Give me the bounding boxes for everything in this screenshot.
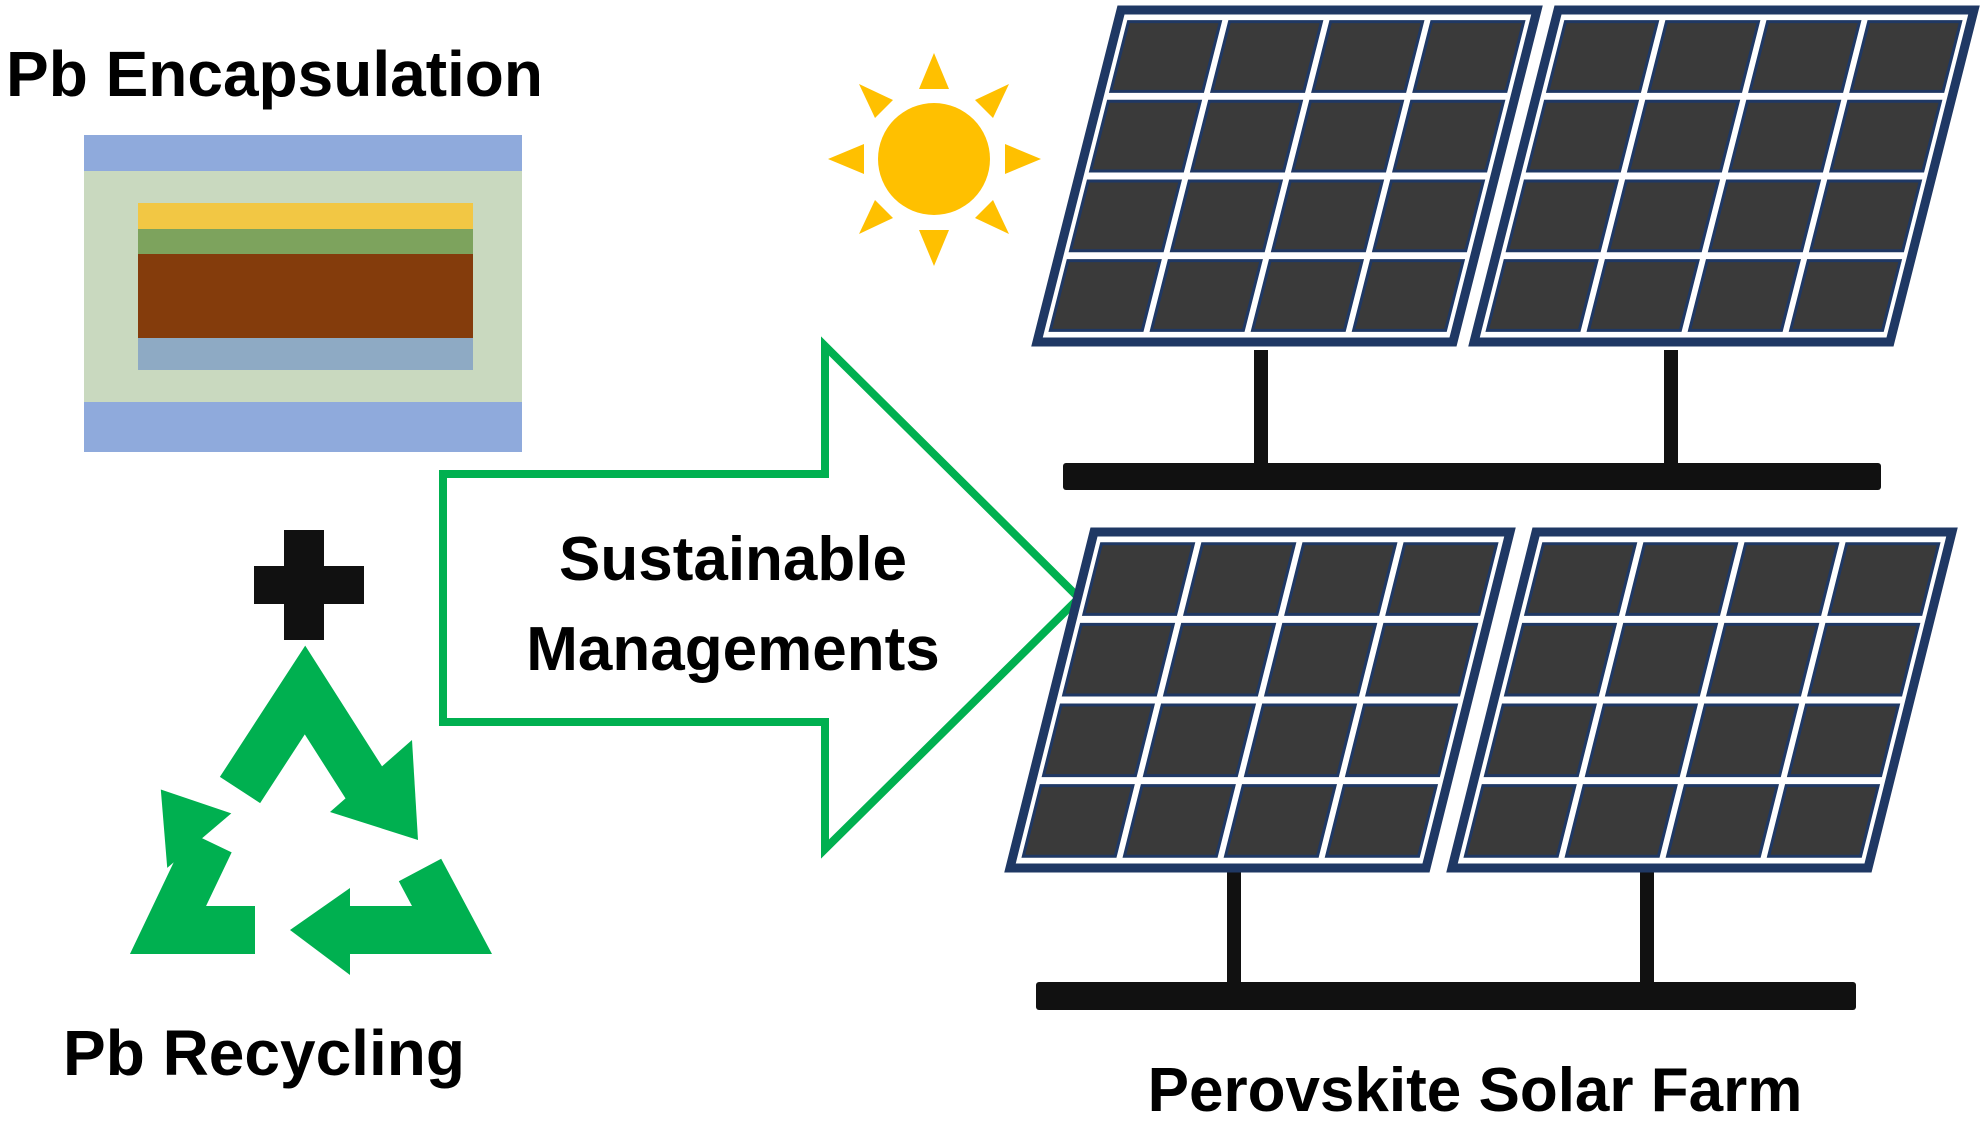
farm-title: Perovskite Solar Farm bbox=[1148, 1056, 1803, 1125]
panel-cell bbox=[1827, 542, 1941, 616]
post-top-right bbox=[1664, 350, 1678, 465]
rail-top bbox=[1063, 463, 1881, 490]
top-glass-layer bbox=[84, 135, 522, 171]
panel-cell bbox=[1068, 179, 1183, 253]
panel-frame bbox=[1004, 527, 1516, 873]
panel-cell bbox=[1108, 20, 1223, 93]
panel-frame bbox=[1446, 527, 1958, 873]
panel-cell bbox=[1849, 20, 1963, 93]
panel-cell bbox=[1483, 703, 1597, 778]
panel-cell bbox=[1606, 179, 1721, 253]
panel-cell bbox=[1209, 20, 1324, 93]
panel-cell bbox=[1485, 259, 1599, 332]
recycle-icon bbox=[129, 645, 492, 975]
panel-cell bbox=[1223, 784, 1338, 858]
solar-panel-top-right bbox=[1468, 5, 1980, 347]
panel-cell bbox=[1284, 542, 1398, 616]
substrate-layer bbox=[138, 338, 473, 370]
panel-cell bbox=[1786, 703, 1901, 778]
panel-cell bbox=[1525, 99, 1640, 173]
panel-cell bbox=[1061, 622, 1176, 697]
panel-cell bbox=[1584, 703, 1699, 778]
panel-cell bbox=[1391, 99, 1506, 173]
solar-panel-bottom-right bbox=[1446, 527, 1958, 873]
panel-cell bbox=[1564, 784, 1678, 858]
panel-cell bbox=[1685, 703, 1800, 778]
rail-bottom bbox=[1036, 982, 1856, 1010]
panel-cell bbox=[1626, 99, 1741, 173]
post-bottom-right bbox=[1640, 866, 1654, 984]
panel-cell bbox=[1122, 784, 1236, 858]
panel-cell bbox=[1162, 622, 1277, 697]
panel-cell bbox=[1243, 703, 1358, 778]
panel-cell bbox=[1250, 259, 1365, 332]
panel-cell bbox=[1586, 259, 1700, 332]
panel-cell bbox=[1748, 20, 1862, 93]
panel-cell bbox=[1385, 542, 1499, 616]
panel-cell bbox=[1270, 179, 1385, 253]
panel-cell bbox=[1808, 179, 1923, 253]
panel-cell bbox=[1041, 703, 1155, 778]
panel-cell bbox=[1828, 99, 1943, 173]
panel-cell bbox=[1263, 622, 1378, 697]
bottom-glass-layer bbox=[84, 402, 522, 452]
post-top-left bbox=[1254, 350, 1268, 465]
panel-cell bbox=[1189, 99, 1304, 173]
sun-icon bbox=[828, 53, 1041, 266]
panel-cell bbox=[1505, 179, 1620, 253]
panel-cell bbox=[1142, 703, 1257, 778]
panel-cell bbox=[1412, 20, 1526, 93]
panel-cell bbox=[1344, 703, 1459, 778]
plus-icon bbox=[254, 530, 364, 640]
panel-cell bbox=[1169, 179, 1284, 253]
encapsulation-title: Pb Encapsulation bbox=[6, 38, 543, 110]
perovskite-layer bbox=[138, 254, 473, 338]
arrow-label-line1: Sustainable bbox=[559, 525, 907, 594]
panel-cell bbox=[1365, 622, 1479, 697]
panel-cell bbox=[1021, 784, 1135, 858]
panel-cell bbox=[1726, 542, 1840, 616]
panel-cell bbox=[1088, 99, 1203, 173]
panel-cell bbox=[1311, 20, 1425, 93]
panel-cell bbox=[1687, 259, 1802, 332]
panel-cell bbox=[1149, 259, 1263, 332]
panel-cell bbox=[1646, 20, 1761, 93]
panel-cell bbox=[1545, 20, 1660, 93]
arrow-label-line2: Managements bbox=[526, 615, 939, 684]
post-bottom-left bbox=[1227, 866, 1241, 984]
panel-cell bbox=[1182, 542, 1297, 616]
encapsulated-device-stack bbox=[84, 135, 522, 452]
panel-cell bbox=[1807, 622, 1921, 697]
panel-cell bbox=[1665, 784, 1780, 858]
panel-cell bbox=[1324, 784, 1439, 858]
panel-cell bbox=[1604, 622, 1719, 697]
recycling-title: Pb Recycling bbox=[63, 1017, 465, 1089]
transport-layer bbox=[138, 229, 473, 254]
panel-frame bbox=[1468, 5, 1980, 347]
panel-cell bbox=[1624, 542, 1739, 616]
panel-cell bbox=[1081, 542, 1196, 616]
panel-cell bbox=[1788, 259, 1903, 332]
panel-cell bbox=[1351, 259, 1466, 332]
panel-cell bbox=[1503, 622, 1618, 697]
panel-cell bbox=[1523, 542, 1638, 616]
solar-farm bbox=[1004, 5, 1980, 1010]
electrode-layer bbox=[138, 203, 473, 229]
arrow-right-icon bbox=[439, 336, 1085, 859]
panel-frame bbox=[1031, 5, 1543, 347]
panel-cell bbox=[1290, 99, 1405, 173]
solar-panel-bottom-left bbox=[1004, 527, 1516, 873]
panel-cell bbox=[1727, 99, 1842, 173]
panel-cell bbox=[1463, 784, 1577, 858]
panel-cell bbox=[1048, 259, 1162, 332]
panel-cell bbox=[1371, 179, 1486, 253]
panel-cell bbox=[1707, 179, 1822, 253]
panel-cell bbox=[1766, 784, 1881, 858]
panel-cell bbox=[1705, 622, 1820, 697]
solar-panel-top-left bbox=[1031, 5, 1543, 347]
